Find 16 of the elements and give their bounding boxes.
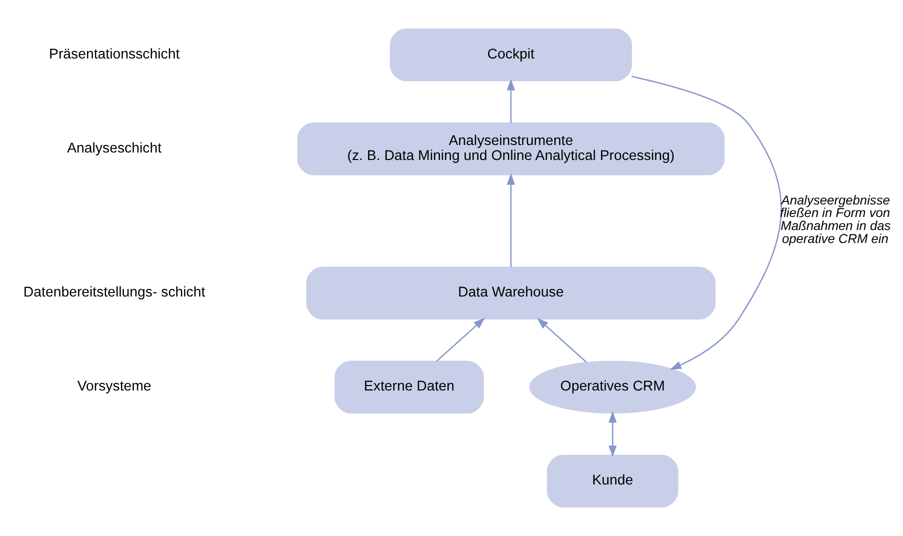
arrow <box>630 76 782 370</box>
label: Datenbereitstellungs- schicht <box>22 284 205 301</box>
label: Vorsysteme <box>76 378 151 395</box>
edge-label: Analyseergebnisse fließen in Form von Maßnahmen in das operative CRM ein <box>780 192 890 246</box>
node-box: Externe Daten <box>334 360 484 414</box>
node-box: Analyseinstrumente (z. B. Data Mining und Online Analytical Processing) <box>296 122 724 176</box>
arrow <box>506 78 514 124</box>
label: Präsentationsschicht <box>48 46 180 63</box>
node-box: Data Warehouse <box>306 266 716 320</box>
arrow <box>436 318 485 362</box>
arrow <box>536 318 586 363</box>
arrow <box>506 173 514 268</box>
node-box: Kunde <box>546 454 678 508</box>
label: Analyseschicht <box>66 140 162 156</box>
arrow <box>608 411 616 458</box>
node-box: Cockpit <box>389 28 632 82</box>
